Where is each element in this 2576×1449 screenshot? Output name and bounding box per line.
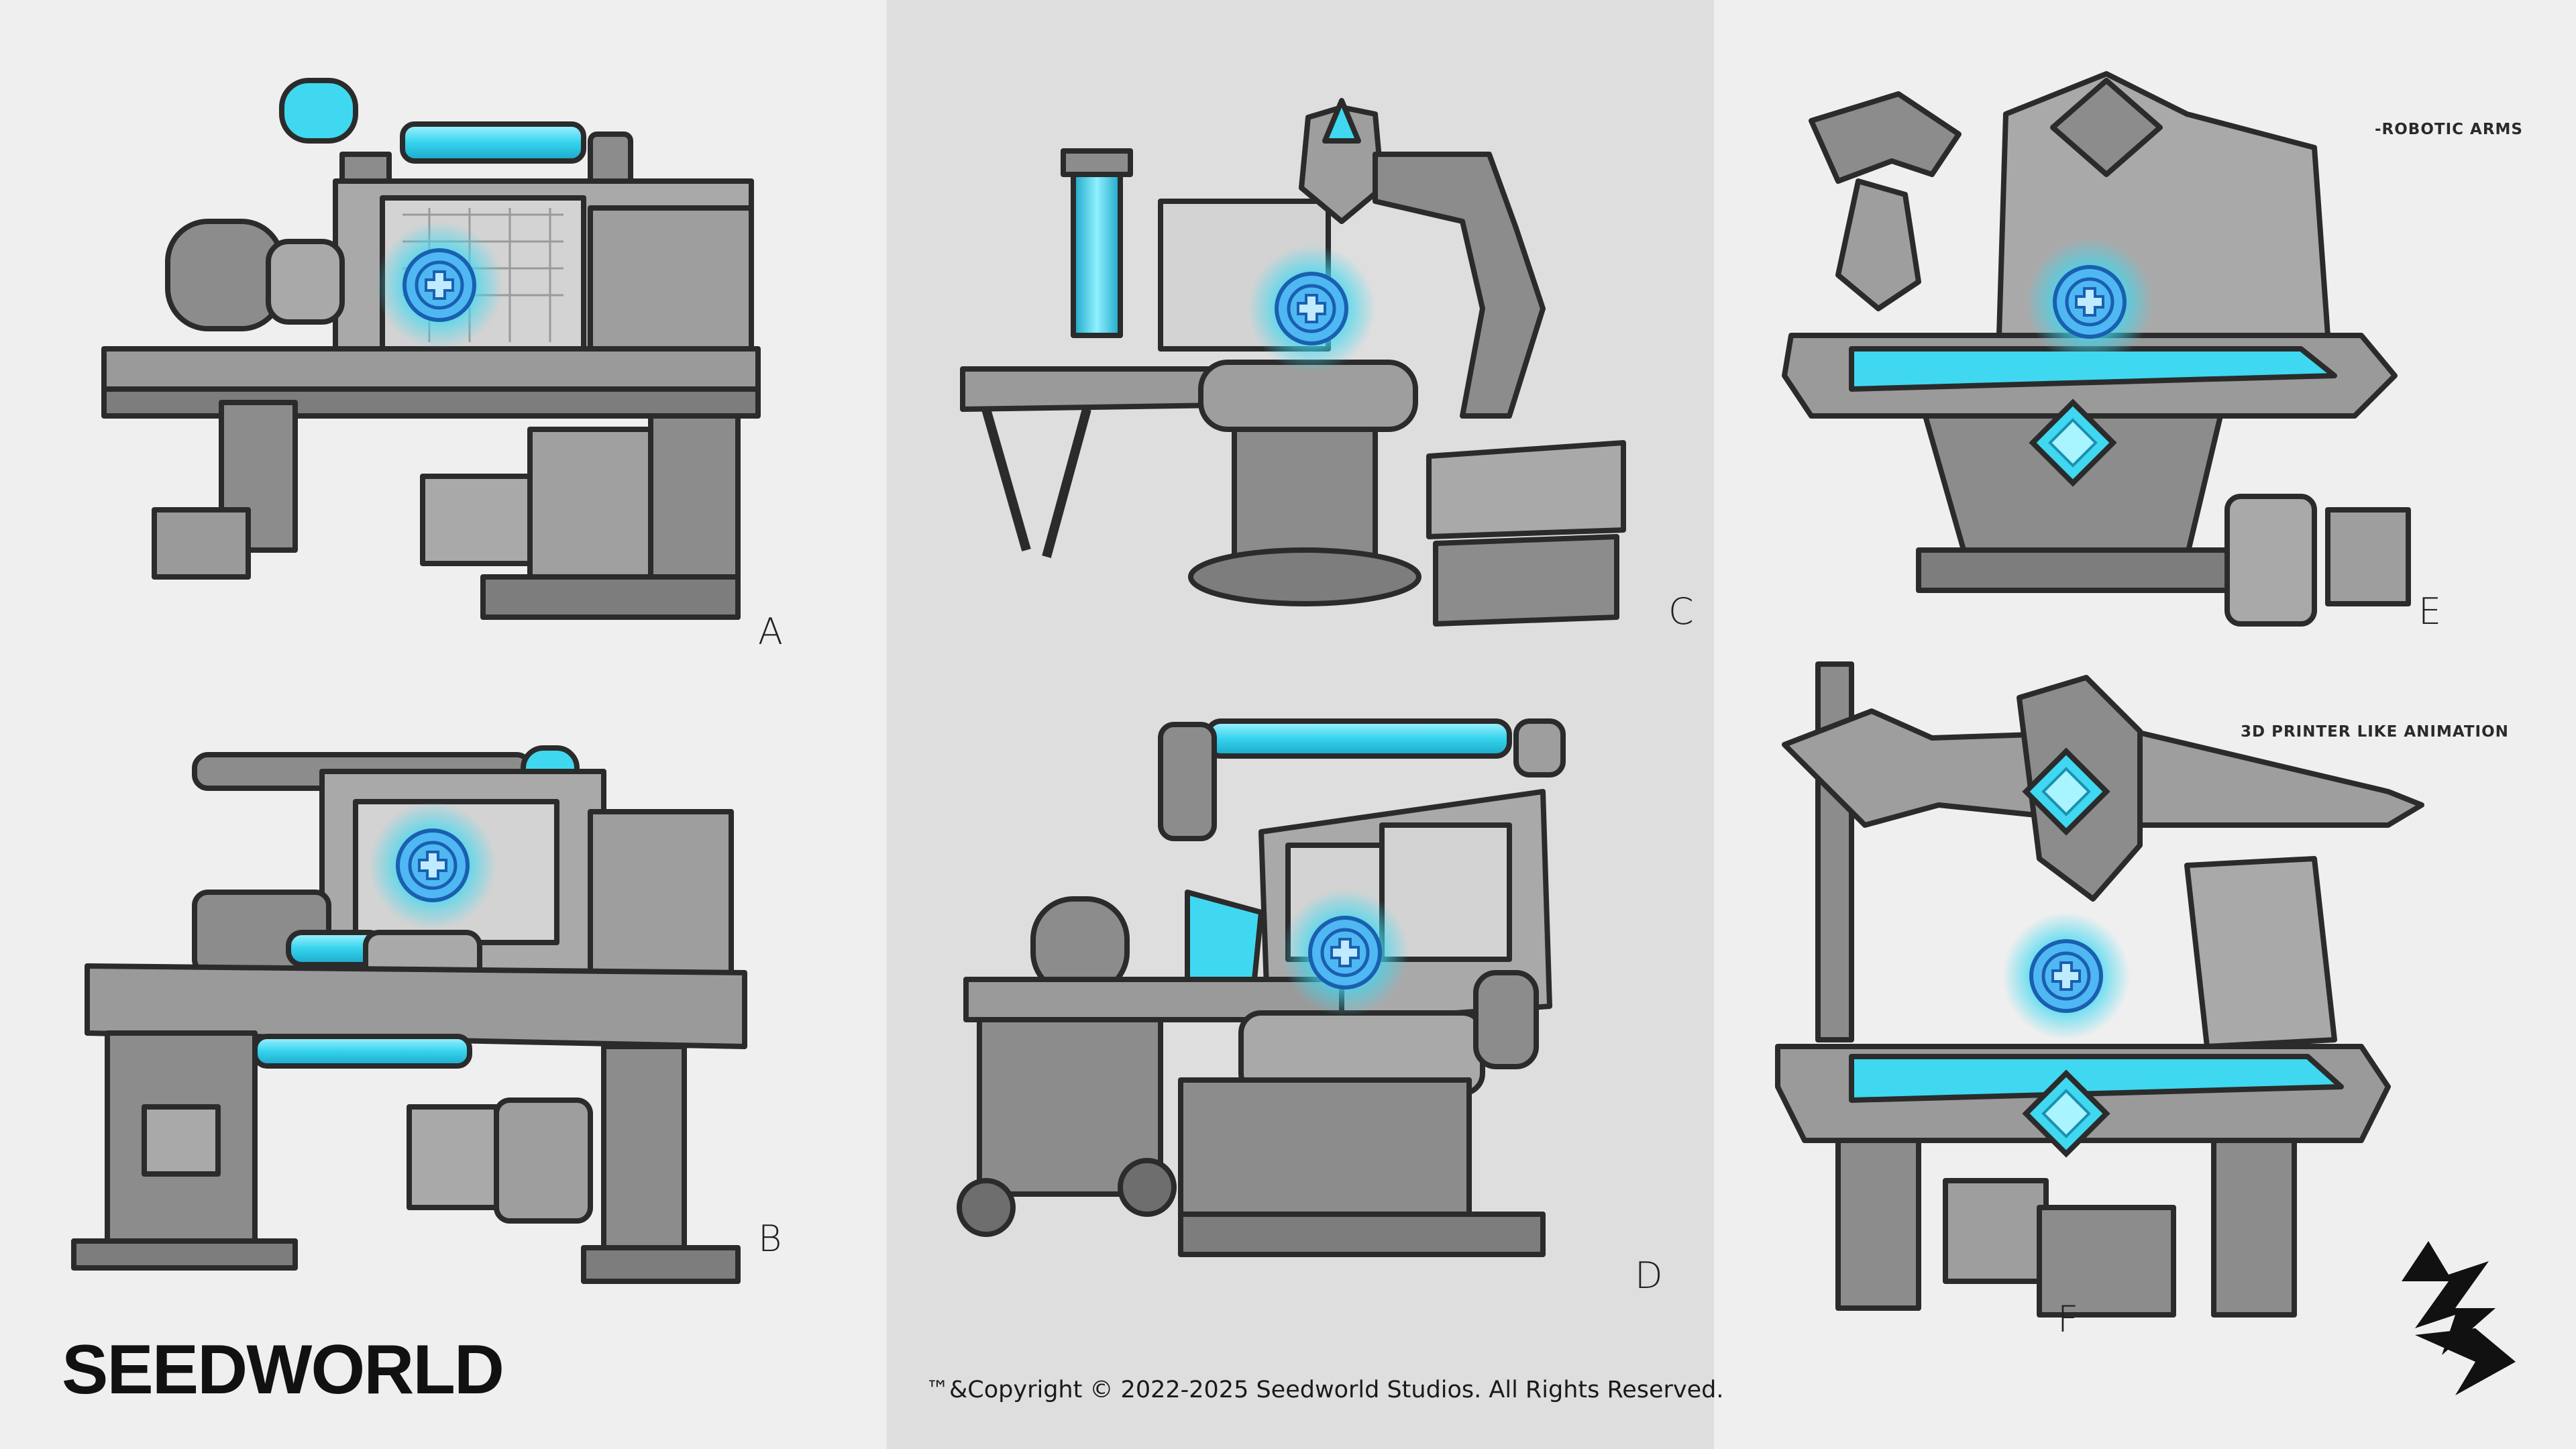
variant-label-d: D (1635, 1254, 1663, 1297)
hologram-orb-icon-f (2002, 912, 2130, 1040)
hologram-orb-icon-d (1281, 889, 1409, 1016)
copyright-notice: ™&Copyright © 2022-2025 Seedworld Studio… (926, 1377, 1724, 1403)
variant-label-a: A (758, 610, 783, 653)
workbench-e (1782, 71, 2411, 627)
variant-label-c: C (1668, 590, 1694, 633)
workbench-a (101, 78, 761, 620)
variant-label-f: F (2057, 1298, 2079, 1340)
hologram-orb-icon-a (376, 221, 503, 349)
variant-label-b: B (758, 1218, 782, 1260)
note-3d-printer: 3D PRINTER LIKE ANIMATION (2241, 723, 2509, 741)
workbench-d (957, 718, 1566, 1257)
hologram-orb-icon-e (2026, 238, 2153, 366)
seedworld-logo-icon (2402, 1241, 2516, 1395)
hologram-orb-icon-b (369, 802, 496, 929)
seedworld-wordmark: SEEDWORLD (62, 1331, 504, 1409)
hologram-orb-icon-c (1248, 245, 1375, 372)
workbench-b (71, 745, 747, 1284)
note-robotic-arms: -ROBOTIC ARMS (2375, 121, 2523, 138)
variant-label-e: E (2418, 590, 2442, 633)
workbench-c (960, 98, 1626, 627)
workbench-f (1775, 661, 2424, 1318)
